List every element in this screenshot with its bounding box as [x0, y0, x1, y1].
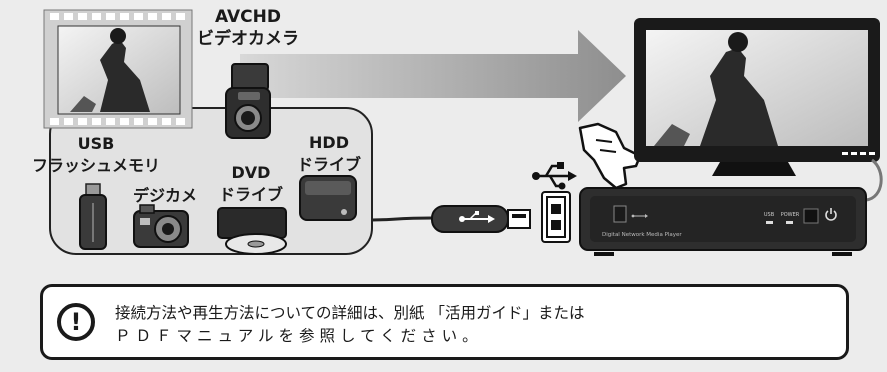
tv-icon — [634, 18, 880, 176]
source-devices-panel — [49, 107, 373, 255]
avchd-camcorder-label: AVCHD ビデオカメラ — [197, 7, 299, 49]
media-player-device — [579, 187, 867, 256]
usb-plug-icon — [431, 205, 531, 233]
exclamation-icon: ! — [57, 303, 95, 341]
power-icon — [825, 208, 837, 221]
player-brand-text: Digital Network Media Player — [602, 232, 682, 238]
film-strip-photo — [43, 9, 193, 129]
usb-icon — [532, 162, 577, 190]
pointing-hand-icon — [578, 122, 642, 190]
usb-flash-memory-label: USB フラッシュメモリ — [31, 134, 160, 175]
usb-port-icon — [541, 191, 571, 243]
dvd-drive-icon — [217, 207, 287, 255]
usb-cable — [371, 216, 433, 222]
camcorder-icon — [225, 63, 271, 139]
usb-flash-memory-icon — [79, 183, 107, 250]
note-text: 接続方法や再生方法についての詳細は、別紙 「活用ガイド」または ＰＤＦマニュアル… — [115, 302, 584, 348]
dvd-drive-label: DVD ドライブ — [218, 163, 283, 204]
transfer-arrow — [240, 30, 626, 122]
av-cable — [865, 158, 883, 202]
player-led-power-label: POWER — [781, 212, 800, 218]
note-line-1: 接続方法や再生方法についての詳細は、別紙 「活用ガイド」または — [115, 304, 585, 322]
note-line-2: ＰＤＦマニュアルを参照してください。 — [115, 327, 483, 345]
player-led-usb-label: USB — [764, 212, 775, 218]
digital-camera-label: デジカメ — [132, 186, 197, 205]
hdd-drive-label: HDD ドライブ — [296, 133, 361, 174]
digital-camera-icon — [133, 204, 189, 248]
hdd-drive-icon — [299, 175, 357, 221]
note-box: ! 接続方法や再生方法についての詳細は、別紙 「活用ガイド」または ＰＤＦマニュ… — [40, 284, 849, 360]
